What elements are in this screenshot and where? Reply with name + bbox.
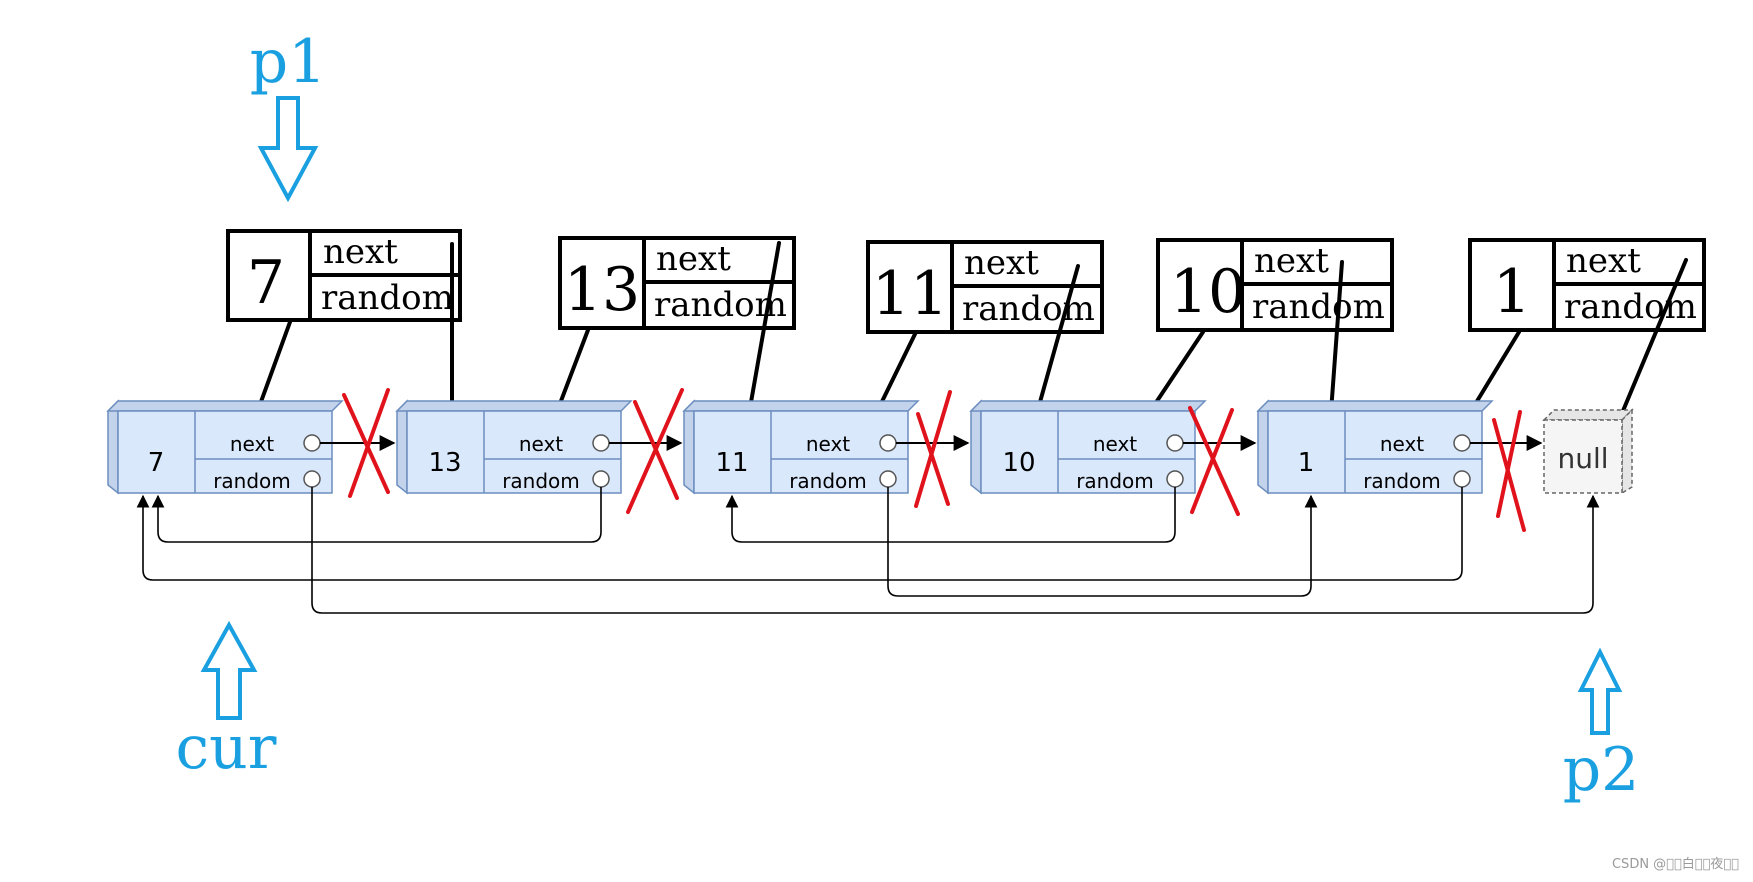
random-port-icon [303, 470, 321, 488]
connector-line [256, 320, 292, 412]
watermark: CSDN @  白  夜   [1611, 857, 1739, 872]
random-arrow [311, 487, 1600, 614]
connector-line [745, 241, 781, 427]
pointer-p1-label: p1 [250, 27, 327, 97]
pointer-cur: cur [176, 620, 277, 783]
original-node-7: 7 next random [106, 399, 344, 495]
original-node-value: 7 [148, 448, 165, 478]
next-port-icon [1166, 434, 1184, 452]
cross-icon [1492, 410, 1526, 532]
copied-node-value: 7 [247, 248, 285, 318]
original-node-value: 10 [1002, 448, 1035, 478]
original-node-value: 13 [428, 448, 461, 478]
copied-node-next-label: next [1254, 241, 1329, 281]
cross-icon [626, 388, 684, 514]
copied-node-next-label: next [323, 232, 398, 272]
copied-node-10: 10 next random [1156, 238, 1394, 332]
original-node-value: 11 [715, 448, 748, 478]
pointer-p1: p1 [250, 27, 327, 203]
pointer-p2-label: p2 [1563, 735, 1640, 805]
original-node-next-label: next [1093, 432, 1137, 456]
copied-node-13: 13 next random [558, 236, 796, 330]
random-arrow [887, 487, 1318, 597]
original-node-13: 13 next random [395, 399, 633, 495]
copied-node-random-label: random [962, 289, 1095, 329]
original-node-random-label: random [502, 469, 580, 493]
cross-icon [342, 388, 390, 498]
random-port-icon [1166, 470, 1184, 488]
copied-node-value: 11 [872, 259, 948, 329]
copied-node-next-label: next [964, 243, 1039, 283]
pointer-cur-label: cur [176, 713, 277, 783]
original-node-next-label: next [806, 432, 850, 456]
null-node: null [1542, 408, 1634, 495]
original-node-next-label: next [519, 432, 563, 456]
copied-node-random-label: random [321, 278, 454, 318]
up-arrow-icon [200, 620, 258, 720]
copied-node-next-label: next [1566, 241, 1641, 281]
copy-connector-lines [256, 241, 1688, 427]
copied-node-7: 7 next random [226, 229, 462, 322]
original-node-1: 1 next random [1256, 399, 1494, 495]
connector-line [1329, 260, 1344, 414]
original-node-random-label: random [789, 469, 867, 493]
random-arrows [136, 487, 1600, 614]
copied-node-random-label: random [1564, 287, 1697, 327]
copied-node-next-label: next [656, 239, 731, 279]
pointer-p2: p2 [1563, 647, 1640, 805]
next-port-icon [1453, 434, 1471, 452]
original-node-random-label: random [1076, 469, 1154, 493]
copied-node-random-label: random [1252, 287, 1385, 327]
random-port-icon [879, 470, 897, 488]
random-arrow [136, 487, 1463, 581]
original-node-next-label: next [1380, 432, 1424, 456]
null-label: null [1557, 442, 1608, 475]
down-arrow-icon [257, 96, 319, 203]
cross-icon [914, 390, 952, 508]
original-node-random-label: random [213, 469, 291, 493]
original-node-11: 11 next random [682, 399, 920, 495]
copied-node-11: 11 next random [866, 240, 1104, 334]
copied-node-value: 13 [564, 255, 640, 325]
red-crosses [342, 388, 1526, 532]
random-arrow [725, 487, 1176, 543]
random-port-icon [1453, 470, 1471, 488]
connector-line [1618, 258, 1688, 420]
up-arrow-icon [1577, 647, 1623, 735]
next-port-icon [592, 434, 610, 452]
copied-node-1: 1 next random [1468, 238, 1706, 332]
copied-node-value: 10 [1170, 257, 1246, 327]
copied-node-value: 1 [1493, 257, 1531, 327]
original-node-value: 1 [1298, 448, 1315, 478]
original-node-10: 10 next random [969, 399, 1207, 495]
original-node-next-label: next [230, 432, 274, 456]
connector-line [1033, 264, 1080, 422]
next-port-icon [303, 434, 321, 452]
random-arrow [151, 487, 602, 543]
random-port-icon [592, 470, 610, 488]
original-node-random-label: random [1363, 469, 1441, 493]
next-port-icon [879, 434, 897, 452]
cross-icon [1188, 406, 1240, 516]
